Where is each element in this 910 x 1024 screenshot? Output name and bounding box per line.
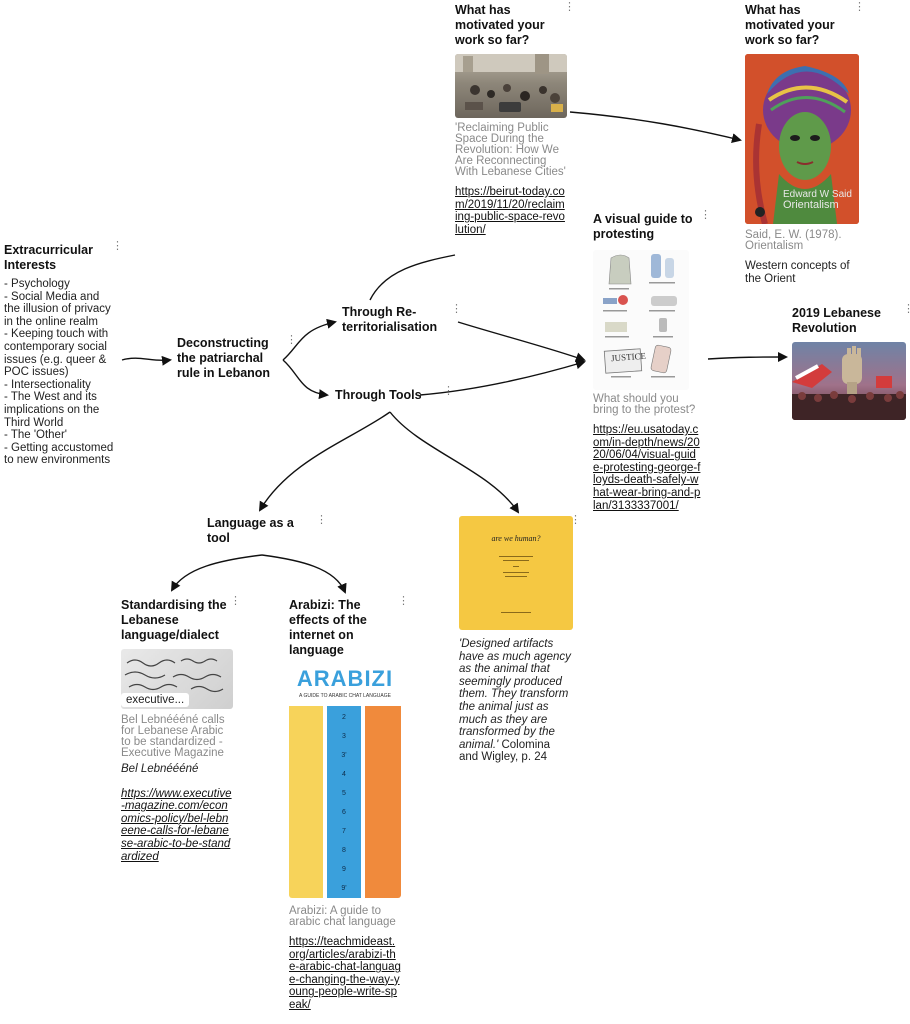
card-motivated-2[interactable]: What has motivated your work so far? Edw… <box>745 3 859 285</box>
vertical-ellipsis-icon[interactable]: ⋮ <box>112 240 123 252</box>
arabizi-number: 9 <box>342 866 346 873</box>
arabizi-poster: ARABIZI A GUIDE TO ARABIC CHAT LANGUAGE … <box>289 666 401 898</box>
card-revolution[interactable]: 2019 Lebanese Revolution <box>792 306 906 420</box>
protest-crowd-image <box>455 54 567 118</box>
arabizi-number: 7 <box>342 828 346 835</box>
executive-magazine-link[interactable]: https://www.executive-magazine.com/econo… <box>121 787 232 863</box>
arabizi-number: 6 <box>342 809 346 816</box>
card-motivated-1[interactable]: What has motivated your work so far? 'Re… <box>455 3 567 236</box>
cover-lines <box>499 556 533 613</box>
visual-guide-title: A visual guide to protesting <box>593 212 693 241</box>
poster-column-orange <box>365 706 401 898</box>
quote-text: 'Designed artifacts have as much agency … <box>459 638 571 764</box>
vertical-ellipsis-icon[interactable]: ⋮ <box>451 303 462 315</box>
tools-title: Through Tools <box>335 388 422 402</box>
vertical-ellipsis-icon[interactable]: ⋮ <box>700 209 711 221</box>
list-item: - Keeping touch with contemporary social… <box>4 328 109 379</box>
standardising-source: Bel Lebnéééné <box>121 763 199 775</box>
orientalism-cover-art <box>745 54 859 224</box>
arabizi-number: 3 <box>342 733 346 740</box>
vertical-ellipsis-icon[interactable]: ⋮ <box>564 1 575 13</box>
language-tool-title: Language as a tool <box>207 516 294 545</box>
arabizi-number: 5 <box>342 790 346 797</box>
arabic-script-image: executive... <box>121 649 233 709</box>
orientalism-note: Western concepts of the Orient <box>745 260 850 285</box>
protest-guide-illustration <box>603 254 677 378</box>
extracurricular-title: Extracurricular Interests <box>4 243 93 272</box>
card-reterritorialisation[interactable]: Through Re-territorialisation <box>342 305 442 335</box>
card-deconstructing[interactable]: Deconstructing the patriarchal rule in L… <box>177 336 289 381</box>
list-item: - Social Media and the illusion of priva… <box>4 290 111 328</box>
poster-column-blue: 2 3 3' 4 5 6 7 8 9 9' <box>327 706 361 898</box>
arabizi-caption: Arabizi: A guide to arabic chat language <box>289 905 396 928</box>
list-item: - The West and its implications on the T… <box>4 391 100 429</box>
list-item: - Psychology <box>4 278 70 290</box>
protest-guide-image: JUSTICE <box>593 250 689 390</box>
revolution-title: 2019 Lebanese Revolution <box>792 306 881 335</box>
motivated-title: What has motivated your work so far? <box>745 3 835 47</box>
reterritorialisation-title: Through Re-territorialisation <box>342 305 438 334</box>
standardising-caption: Bel Lebnéééné calls for Lebanese Arabic … <box>121 714 225 759</box>
book-title: are we human? <box>491 534 541 543</box>
card-standardising[interactable]: Standardising the Lebanese language/dial… <box>121 598 233 863</box>
extracurricular-list: - Psychology - Social Media and the illu… <box>4 278 116 467</box>
teachmideast-link[interactable]: https://teachmideast.org/articles/arabiz… <box>289 936 401 1011</box>
poster-subtitle: A GUIDE TO ARABIC CHAT LANGUAGE <box>299 693 391 699</box>
list-item: - Getting accustomed to new environments <box>4 441 114 467</box>
vertical-ellipsis-icon[interactable]: ⋮ <box>316 514 327 526</box>
card-language-tool[interactable]: Language as a tool <box>207 516 315 546</box>
orientalism-cover-text: Edward W Said Orientalism <box>783 189 852 211</box>
arabizi-number: 2 <box>342 714 346 721</box>
vertical-ellipsis-icon[interactable]: ⋮ <box>570 514 581 526</box>
deconstructing-title: Deconstructing the patriarchal rule in L… <box>177 336 271 380</box>
card-are-we-human[interactable]: are we human? 'Designed artifacts have a… <box>459 516 573 764</box>
revolution-image <box>792 342 906 420</box>
revolution-illustration <box>792 346 906 420</box>
arabizi-title: Arabizi: The effects of the internet on … <box>289 598 367 657</box>
vertical-ellipsis-icon[interactable]: ⋮ <box>903 303 910 315</box>
vertical-ellipsis-icon[interactable]: ⋮ <box>854 1 865 13</box>
list-item: - Intersectionality <box>4 378 91 391</box>
orientalism-caption: Said, E. W. (1978). Orientalism <box>745 229 842 252</box>
image-label: executive... <box>121 693 190 707</box>
usatoday-link[interactable]: https://eu.usatoday.com/in-depth/news/20… <box>593 424 701 512</box>
quote: 'Designed artifacts have as much agency … <box>459 638 571 751</box>
standardising-title: Standardising the Lebanese language/dial… <box>121 598 227 642</box>
card-extracurricular[interactable]: Extracurricular Interests - Psychology -… <box>4 243 116 467</box>
arabizi-number: 9' <box>341 885 347 892</box>
motivated-title: What has motivated your work so far? <box>455 3 545 47</box>
vertical-ellipsis-icon[interactable]: ⋮ <box>398 595 409 607</box>
motivated-caption: 'Reclaiming Public Space During the Revo… <box>455 122 566 178</box>
arabizi-number: 3' <box>341 752 347 759</box>
arabizi-number: 8 <box>342 847 346 854</box>
poster-title: ARABIZI <box>296 666 394 691</box>
beirut-today-link[interactable]: https://beirut-today.com/2019/11/20/recl… <box>455 186 565 236</box>
arabizi-number: 4 <box>342 771 346 778</box>
vertical-ellipsis-icon[interactable]: ⋮ <box>286 334 297 346</box>
visual-guide-caption: What should you bring to the protest? <box>593 393 696 416</box>
arabic-script-illustration <box>124 658 224 693</box>
card-tools[interactable]: Through Tools <box>335 388 445 403</box>
book-author: Edward W Said <box>783 189 852 200</box>
card-arabizi[interactable]: Arabizi: The effects of the internet on … <box>289 598 401 1012</box>
are-we-human-cover: are we human? <box>459 516 573 630</box>
list-item: - The 'Other' <box>4 429 67 442</box>
book-title: Orientalism <box>783 199 839 211</box>
citation: Colomina and Wigley, p. 24 <box>459 738 551 764</box>
orientalism-cover: Edward W Said Orientalism <box>745 54 859 224</box>
card-visual-guide[interactable]: A visual guide to protesting JUSTICE Wha… <box>593 212 701 512</box>
crowd-illustration <box>455 54 567 112</box>
poster-column-yellow <box>289 706 323 898</box>
vertical-ellipsis-icon[interactable]: ⋮ <box>230 595 241 607</box>
vertical-ellipsis-icon[interactable]: ⋮ <box>443 385 454 397</box>
